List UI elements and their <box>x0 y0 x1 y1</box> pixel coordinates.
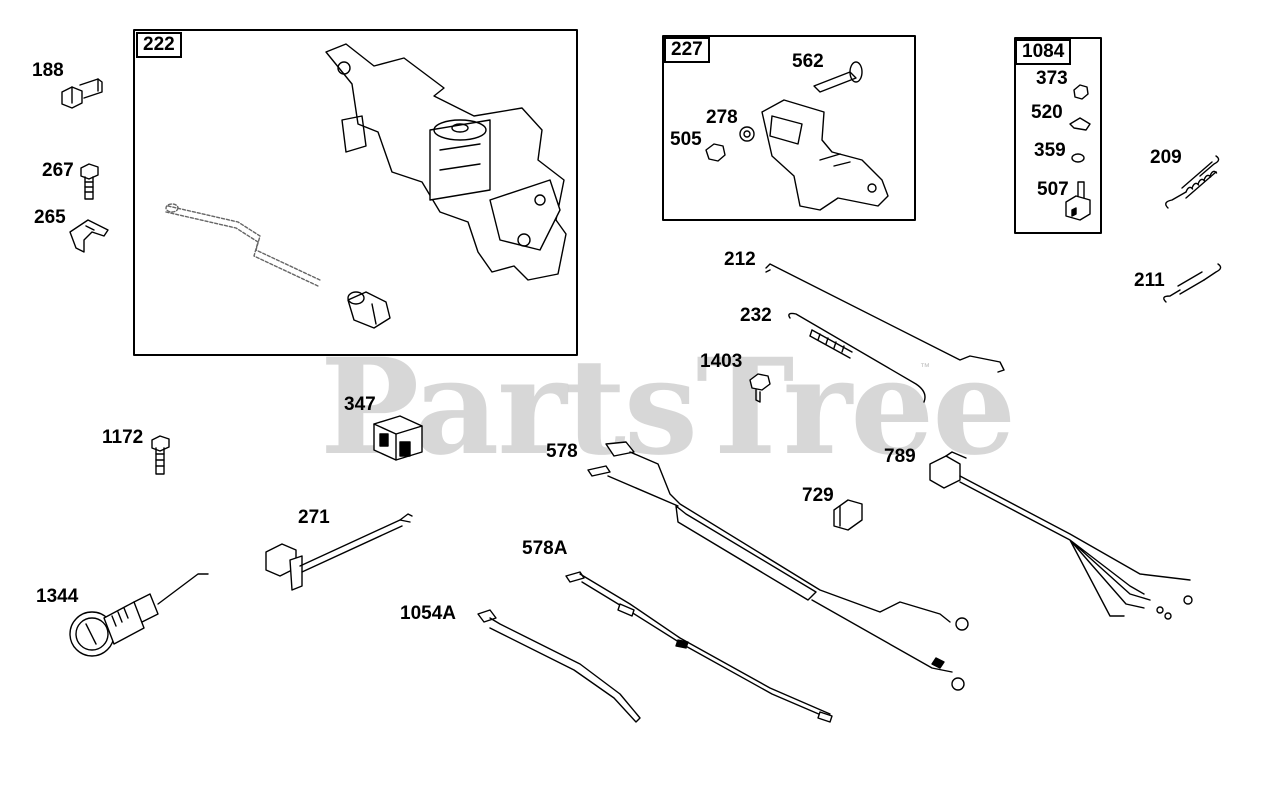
group-label-1084: 1084 <box>1015 39 1072 65</box>
part-222-throttle-bracket <box>325 43 567 281</box>
part-label-789: 789 <box>884 446 916 467</box>
group-box-227-frame <box>662 35 916 221</box>
part-227-bracket <box>761 99 889 211</box>
part-1172-bolt <box>151 435 170 475</box>
part-label-507: 507 <box>1037 179 1069 200</box>
part-222-knob <box>347 291 391 329</box>
part-label-520: 520 <box>1031 102 1063 123</box>
part-209-spring <box>1165 155 1220 209</box>
part-562-pin <box>813 61 863 93</box>
part-label-359: 359 <box>1034 140 1066 161</box>
part-212-rod <box>765 263 1005 373</box>
part-label-1344: 1344 <box>36 586 79 607</box>
part-507-switch <box>1065 181 1091 221</box>
part-505-nut <box>705 143 726 162</box>
part-265-clip <box>69 219 109 253</box>
part-label-232: 232 <box>740 305 772 326</box>
part-label-209: 209 <box>1150 147 1182 168</box>
part-267-bolt <box>80 163 99 200</box>
part-211-spring <box>1163 263 1222 303</box>
part-347-switch <box>373 415 423 461</box>
part-label-1054A: 1054A <box>400 603 456 624</box>
group-box-1084-frame <box>1014 37 1102 234</box>
part-222-rod <box>165 203 321 287</box>
part-label-278: 278 <box>706 107 738 128</box>
part-1054A-tie <box>477 609 641 723</box>
part-label-562: 562 <box>792 51 824 72</box>
part-label-347: 347 <box>344 394 376 415</box>
part-label-211: 211 <box>1134 270 1165 291</box>
part-label-267: 267 <box>42 160 74 181</box>
group-box-222-frame <box>133 29 578 356</box>
part-578A-harness <box>565 571 833 723</box>
part-1344-ignition <box>69 573 209 657</box>
part-label-373: 373 <box>1036 68 1068 89</box>
part-373-nut <box>1073 84 1089 100</box>
part-label-505: 505 <box>670 129 702 150</box>
group-label-227: 227 <box>664 37 710 63</box>
part-label-1403: 1403 <box>700 351 743 372</box>
part-label-578A: 578A <box>522 538 568 559</box>
part-label-212: 212 <box>724 249 756 270</box>
part-729-clip <box>833 499 863 531</box>
part-label-729: 729 <box>802 485 834 506</box>
part-278-washer <box>739 126 755 142</box>
part-359-washer <box>1071 153 1085 163</box>
part-789-harness <box>929 451 1193 620</box>
part-520-clip <box>1069 117 1091 131</box>
part-188-bolt <box>61 78 103 109</box>
part-label-1172: 1172 <box>102 427 144 448</box>
part-1403-screw <box>749 373 771 403</box>
part-271-control <box>265 513 413 591</box>
part-578-harness <box>587 441 969 691</box>
part-label-188: 188 <box>32 60 64 81</box>
part-label-271: 271 <box>298 507 330 528</box>
group-label-222: 222 <box>136 32 182 58</box>
watermark-trademark: ™ <box>920 362 930 373</box>
part-label-578: 578 <box>546 441 578 462</box>
part-232-cable <box>788 312 926 403</box>
part-label-265: 265 <box>34 207 66 228</box>
